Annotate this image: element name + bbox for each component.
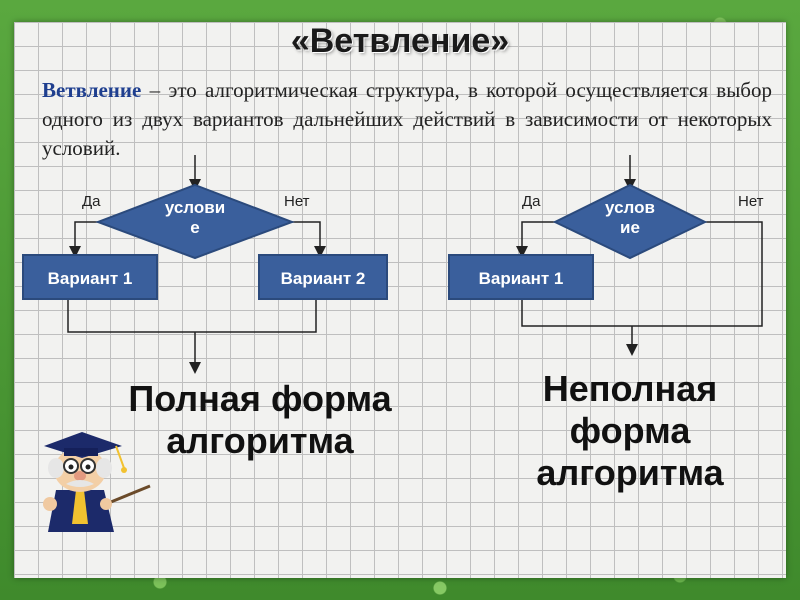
full-caption-line2: алгоритма	[166, 420, 354, 461]
full-condition-diamond	[95, 183, 295, 260]
partial-option1-box: Вариант 1	[448, 254, 594, 300]
full-option2-box: Вариант 2	[258, 254, 388, 300]
full-yes-label: Да	[82, 193, 101, 210]
definition-body: – это алгоритмическая структура, в котор…	[42, 78, 772, 160]
professor-mascot-icon	[43, 432, 151, 532]
partial-caption-line2: форма	[569, 410, 691, 451]
full-no-label: Нет	[284, 193, 310, 210]
partial-no-label: Нет	[738, 193, 764, 210]
partial-yes-label: Да	[522, 193, 541, 210]
definition-text: Ветвление – это алгоритмическая структур…	[42, 76, 772, 163]
full-no-branch	[290, 221, 326, 258]
partial-condition-line2: ие	[620, 218, 640, 237]
partial-condition-line1: услов	[605, 198, 655, 217]
page-title: «Ветвление»	[290, 22, 510, 60]
full-condition-line1: услови	[164, 198, 226, 217]
full-caption-line1: Полная форма	[128, 378, 392, 419]
partial-caption-line3: алгоритма	[536, 452, 724, 493]
partial-yes-branch	[516, 221, 558, 258]
partial-condition-label: услов ие	[585, 198, 675, 238]
grid-paper	[14, 22, 786, 578]
partial-no-branch	[521, 221, 763, 327]
full-form-caption: Полная форма алгоритма	[100, 378, 420, 462]
full-yes-branch	[69, 221, 105, 258]
full-option1-box: Вариант 1	[22, 254, 158, 300]
partial-form-caption: Неполная форма алгоритма	[500, 368, 760, 494]
definition-term: Ветвление	[42, 78, 142, 102]
partial-caption-line1: Неполная	[542, 368, 718, 409]
full-condition-line2: е	[190, 218, 200, 237]
partial-condition-diamond	[552, 183, 708, 260]
full-condition-label: услови е	[145, 198, 245, 238]
full-merge-line	[67, 300, 317, 333]
